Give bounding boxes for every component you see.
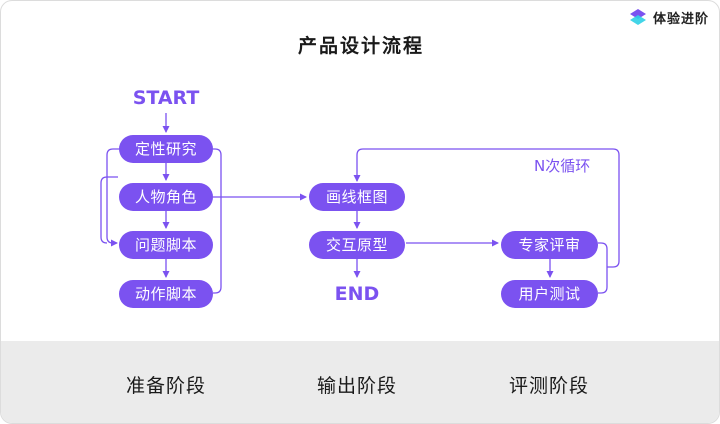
node-problem-scenario: 问题脚本 (119, 231, 213, 259)
loop-label: N次循环 (534, 157, 591, 175)
start-terminal: START (132, 87, 200, 109)
node-action-scenario: 动作脚本 (119, 280, 213, 308)
bracket-review (598, 242, 608, 267)
bracket-action (213, 197, 222, 294)
brand: 体验进阶 (629, 7, 709, 27)
node-expert-review: 专家评审 (501, 231, 598, 259)
node-interactive-prototype: 交互原型 (309, 231, 405, 259)
stage-prepare: 准备阶段 (125, 375, 206, 397)
brand-name: 体验进阶 (652, 11, 709, 27)
page-title: 产品设计流程 (297, 35, 424, 57)
loop-persona-to-problem (100, 176, 118, 244)
bracket-test (598, 267, 608, 294)
loop-back-to-wireframe (353, 148, 620, 268)
node-qualitative-research: 定性研究 (119, 135, 213, 163)
loop-research-to-problem (106, 148, 119, 247)
stage-evaluate: 评测阶段 (508, 375, 589, 397)
node-persona: 人物角色 (119, 183, 213, 211)
brand-logo-icon (629, 9, 646, 25)
bracket-research (213, 148, 222, 197)
end-terminal: END (334, 283, 380, 305)
stage-output: 输出阶段 (316, 375, 397, 397)
flow-connectors (100, 113, 620, 294)
node-user-testing: 用户测试 (501, 280, 598, 308)
node-wireframe: 画线框图 (309, 183, 405, 211)
stage-footer: 准备阶段 输出阶段 评测阶段 (1, 341, 719, 423)
